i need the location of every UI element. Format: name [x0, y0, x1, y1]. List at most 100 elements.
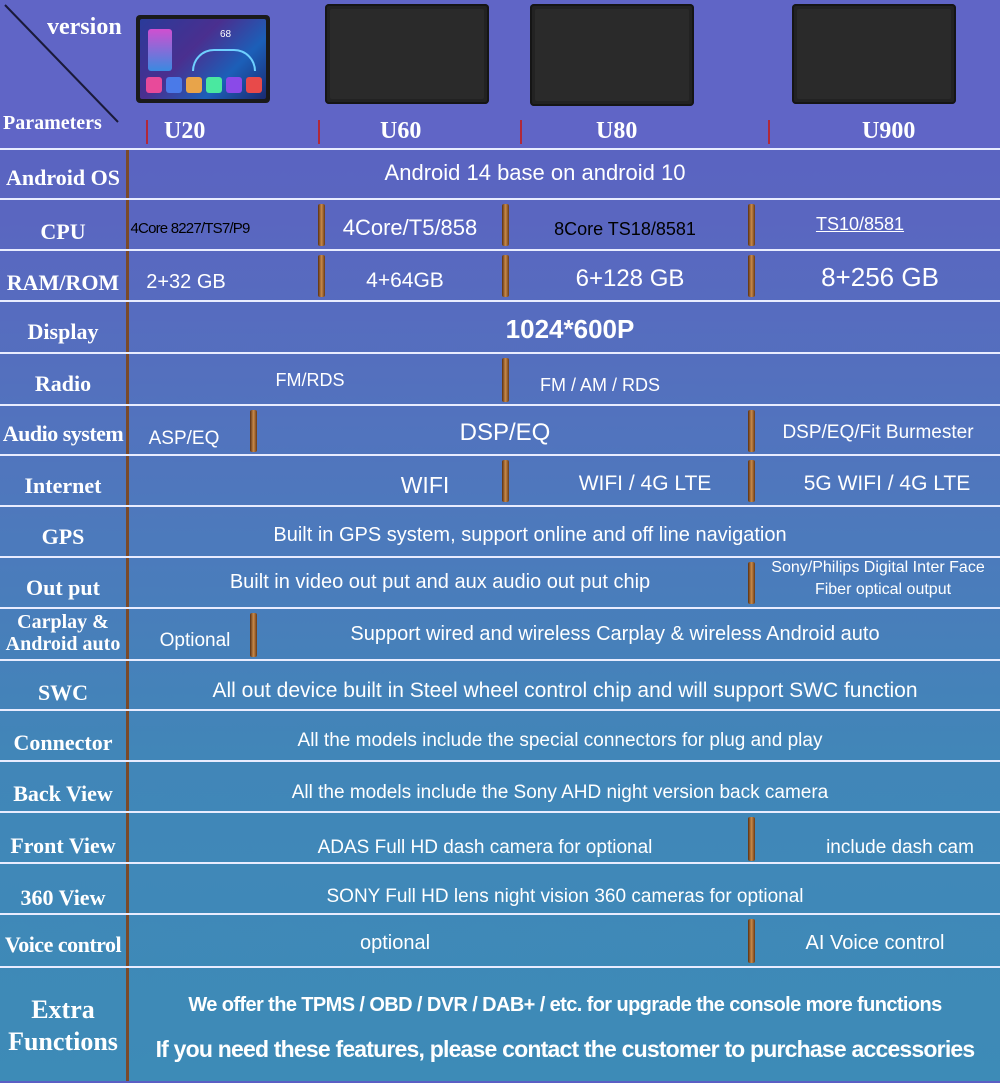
- voice-left: optional: [359, 932, 431, 954]
- column-separator: [250, 613, 257, 657]
- param-label: Voice control: [4, 932, 122, 957]
- radio-left: FM/RDS: [275, 370, 345, 390]
- param-label: GPS: [41, 524, 85, 549]
- model-u900: U900: [862, 118, 916, 144]
- carplay-rest: Support wired and wireless Carplay & wir…: [350, 623, 880, 645]
- gps-value: Built in GPS system, support online and …: [273, 524, 787, 546]
- column-separator: [748, 817, 755, 861]
- internet-left: WIFI: [400, 472, 450, 498]
- internet-u80: WIFI / 4G LTE: [578, 472, 712, 495]
- cpu-u80: 8Core TS18/8581: [554, 219, 696, 239]
- u900-product-image: [792, 4, 956, 104]
- audio-u900: DSP/EQ/Fit Burmester: [782, 422, 974, 443]
- param-label: Display: [27, 319, 99, 344]
- row-connector: Connector All the models include the spe…: [0, 709, 1000, 762]
- param-label: Audio system: [2, 421, 124, 446]
- column-separator: [250, 410, 257, 452]
- internet-u900: 5G WIFI / 4G LTE: [803, 472, 971, 495]
- display-value: 1024*600P: [505, 314, 635, 344]
- param-label-line2: Functions: [8, 1027, 118, 1056]
- column-separator: [318, 255, 325, 297]
- param-label: Front View: [10, 833, 116, 858]
- model-marker: [146, 120, 148, 144]
- audio-mid: DSP/EQ: [459, 419, 551, 446]
- column-separator: [748, 255, 755, 297]
- version-label: version: [47, 14, 122, 40]
- row-voice-control: Voice control optional AI Voice control: [0, 913, 1000, 968]
- carplay-u20: Optional: [159, 630, 231, 651]
- label-column-divider: [126, 148, 129, 1081]
- view360-value: SONY Full HD lens night vision 360 camer…: [326, 886, 804, 907]
- row-android-os: Android OS Android 14 base on android 10: [0, 148, 1000, 200]
- output-u900-line2: Fiber optical output: [814, 581, 952, 598]
- param-label: Internet: [24, 473, 102, 498]
- u60-product-image: [325, 4, 489, 104]
- cpu-u60: 4Core/T5/858: [342, 215, 478, 240]
- row-radio: Radio FM/RDS FM / AM / RDS: [0, 352, 1000, 406]
- column-separator: [748, 919, 755, 963]
- row-gps: GPS Built in GPS system, support online …: [0, 505, 1000, 558]
- output-left: Built in video out put and aux audio out…: [229, 571, 651, 593]
- param-label: Radio: [34, 371, 92, 396]
- ram-u20: 2+32 GB: [146, 271, 226, 293]
- swc-value: All out device built in Steel wheel cont…: [212, 679, 918, 702]
- row-carplay: Carplay & Android auto Optional Support …: [0, 607, 1000, 661]
- param-label: Connector: [13, 730, 113, 755]
- parameters-label: Parameters: [3, 112, 102, 134]
- front-view-left: ADAS Full HD dash camera for optional: [317, 837, 653, 858]
- row-ram-rom: RAM/ROM 2+32 GB 4+64GB 6+128 GB 8+256 GB: [0, 249, 1000, 302]
- model-marker: [318, 120, 320, 144]
- column-separator: [748, 460, 755, 502]
- column-separator: [502, 358, 509, 402]
- row-360-view: 360 View SONY Full HD lens night vision …: [0, 862, 1000, 915]
- u20-product-image: 68: [136, 15, 270, 103]
- column-separator: [502, 460, 509, 502]
- model-u20: U20: [164, 118, 206, 144]
- row-output: Out put Built in video out put and aux a…: [0, 556, 1000, 609]
- back-view-value: All the models include the Sony AHD nigh…: [291, 782, 829, 803]
- column-separator: [502, 204, 509, 246]
- extra-line2: If you need these features, please conta…: [155, 1036, 976, 1062]
- row-back-view: Back View All the models include the Son…: [0, 760, 1000, 813]
- ram-u80: 6+128 GB: [575, 265, 685, 292]
- column-separator: [318, 204, 325, 246]
- column-separator: [748, 410, 755, 452]
- row-front-view: Front View ADAS Full HD dash camera for …: [0, 811, 1000, 864]
- model-u80: U80: [596, 118, 638, 144]
- u80-product-image: [530, 4, 694, 106]
- column-separator: [748, 562, 755, 604]
- row-cpu: CPU 4Core 8227/TS7/P9 4Core/T5/858 8Core…: [0, 198, 1000, 251]
- param-label: Out put: [26, 575, 100, 600]
- extra-line1: We offer the TPMS / OBD / DVR / DAB+ / e…: [188, 994, 942, 1016]
- param-label: Back View: [13, 781, 113, 806]
- model-u60: U60: [380, 118, 422, 144]
- param-label-line1: Extra: [31, 995, 95, 1024]
- ram-u900: 8+256 GB: [821, 262, 939, 292]
- model-marker: [768, 120, 770, 144]
- column-separator: [748, 204, 755, 246]
- ram-u60: 4+64GB: [366, 269, 444, 292]
- u20-screen-clock: 68: [220, 29, 232, 40]
- front-view-u900: include dash cam: [826, 837, 974, 858]
- row-display: Display 1024*600P: [0, 300, 1000, 354]
- param-label-line1: Carplay &: [17, 611, 109, 633]
- param-label: Android OS: [6, 165, 120, 190]
- audio-u20: ASP/EQ: [148, 428, 220, 449]
- param-label: RAM/ROM: [6, 270, 120, 295]
- header-diagonal-divider: [4, 4, 119, 123]
- android-os-value: Android 14 base on android 10: [384, 160, 686, 185]
- row-extra-functions: Extra Functions We offer the TPMS / OBD …: [0, 966, 1000, 1083]
- param-label: SWC: [37, 680, 89, 705]
- cpu-u20: 4Core 8227/TS7/P9: [130, 220, 251, 237]
- output-u900-line1: Sony/Philips Digital Inter Face: [771, 559, 985, 576]
- row-internet: Internet WIFI WIFI / 4G LTE 5G WIFI / 4G…: [0, 454, 1000, 507]
- param-label: 360 View: [20, 885, 106, 910]
- column-separator: [502, 255, 509, 297]
- row-swc: SWC All out device built in Steel wheel …: [0, 659, 1000, 711]
- param-label-line2: Android auto: [5, 633, 121, 655]
- voice-u900: AI Voice control: [805, 932, 945, 954]
- param-label: CPU: [40, 219, 86, 244]
- connector-value: All the models include the special conne…: [297, 730, 823, 751]
- cpu-u900: TS10/8581: [815, 214, 905, 234]
- model-marker: [520, 120, 522, 144]
